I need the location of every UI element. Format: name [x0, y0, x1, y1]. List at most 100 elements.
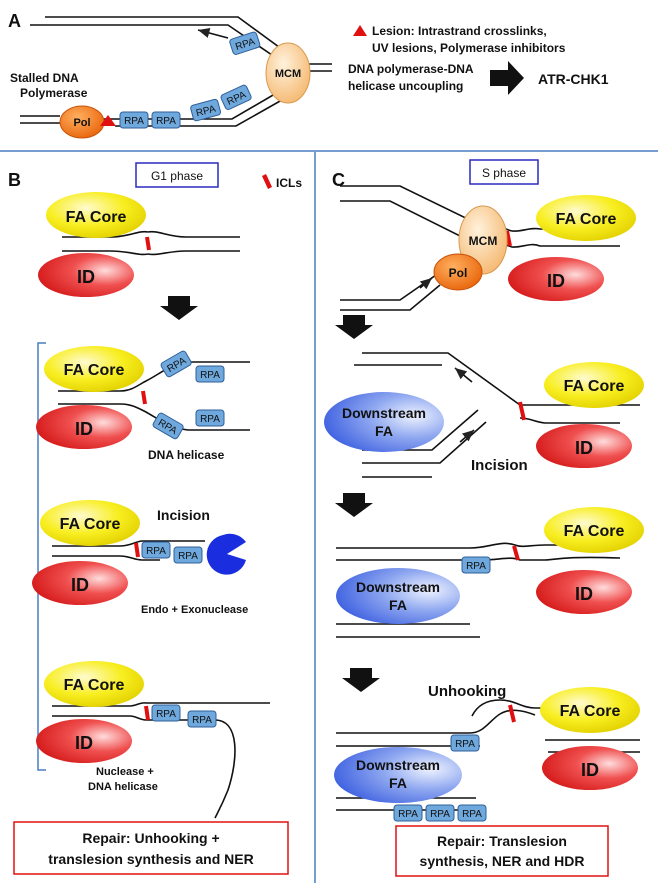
svg-text:FA Core: FA Core: [556, 211, 617, 228]
svg-text:RPA: RPA: [195, 104, 217, 120]
panel-c-label: C: [332, 170, 345, 190]
c2-icl: [518, 401, 526, 421]
unhooking-label: Unhooking: [428, 683, 506, 700]
c3-icl: [512, 545, 520, 561]
b-repair-text-2: translesion synthesis and NER: [48, 851, 253, 867]
c4-icl: [508, 704, 516, 723]
b1-fa-core: FA Core: [46, 192, 146, 238]
b3-rpa-2: RPA: [173, 546, 203, 564]
b2-fa-core: FA Core: [44, 346, 144, 392]
svg-text:RPA: RPA: [466, 561, 486, 572]
svg-text:MCM: MCM: [275, 68, 301, 80]
c3-dna: [336, 542, 621, 638]
c3-fa-core: FA Core: [544, 507, 644, 553]
svg-text:RPA: RPA: [430, 809, 450, 820]
b-down-arrow-icon: [160, 296, 198, 320]
b-bracket: [37, 342, 46, 771]
svg-text:ID: ID: [71, 575, 89, 595]
c4-rpa-1: RPA: [393, 804, 423, 822]
svg-text:Downstream: Downstream: [356, 757, 440, 773]
b3-fa-core: FA Core: [40, 500, 140, 546]
svg-text:FA: FA: [389, 597, 407, 613]
b3-incision-label: Incision: [157, 507, 210, 523]
c-down-arrow-3-icon: [342, 668, 380, 692]
c3-rpa: RPA: [461, 556, 491, 574]
c2-id: ID: [536, 424, 632, 468]
panel-a-label: A: [8, 11, 21, 31]
b1-icl: [145, 236, 151, 251]
panel-a-rpa-3: RPA: [189, 98, 222, 122]
c4-id: ID: [542, 746, 638, 790]
svg-text:MCM: MCM: [469, 234, 498, 248]
b2-rpa-1: RPA: [159, 349, 193, 379]
svg-text:RPA: RPA: [178, 551, 198, 562]
svg-text:FA Core: FA Core: [564, 378, 625, 395]
b3-icl: [134, 542, 140, 558]
panel-a-rpa-2: RPA: [151, 111, 181, 129]
b4-rpa-2: RPA: [187, 710, 217, 728]
exonuclease-pacman-icon: [206, 533, 246, 575]
b-repair-box: [13, 821, 289, 875]
c2-fa-core: FA Core: [544, 362, 644, 408]
nuclease-label-1: Nuclease +: [96, 766, 154, 778]
stalled-label-1: Stalled DNA: [10, 71, 79, 85]
b4-dna: [52, 702, 270, 819]
panel-a-mcm: MCM: [265, 42, 311, 104]
svg-text:FA Core: FA Core: [64, 677, 125, 694]
b2-rpa-3: RPA: [151, 411, 185, 441]
b2-rpa-2: RPA: [195, 365, 225, 383]
dna-helicase-label: DNA helicase: [148, 448, 225, 462]
svg-text:Downstream: Downstream: [356, 579, 440, 595]
c-incision-label: Incision: [471, 457, 528, 474]
svg-text:ID: ID: [575, 584, 593, 604]
b3-rpa-1: RPA: [141, 541, 171, 559]
stalled-label-2: Polymerase: [20, 86, 88, 100]
icl-legend-icon: [262, 174, 272, 189]
c4-fa-core: FA Core: [540, 687, 640, 733]
c1-pol: Pol: [433, 253, 483, 291]
c4-downstream-fa: Downstream FA: [334, 747, 462, 803]
s-phase-label: S phase: [482, 166, 526, 180]
svg-text:RPA: RPA: [156, 709, 176, 720]
c-repair-text-2: synthesis, NER and HDR: [420, 853, 585, 869]
svg-text:RPA: RPA: [200, 370, 220, 381]
legend-lesion-icon: [353, 25, 367, 36]
nuclease-label-2: DNA helicase: [88, 781, 158, 793]
svg-text:ID: ID: [77, 267, 95, 287]
c1-icl: [505, 230, 512, 247]
c3-id: ID: [536, 570, 632, 614]
c1-fa-core: FA Core: [536, 195, 636, 241]
b-repair-text-1: Repair: Unhooking +: [82, 830, 219, 846]
c1-id: ID: [508, 257, 604, 301]
svg-text:ID: ID: [547, 271, 565, 291]
svg-text:RPA: RPA: [462, 809, 482, 820]
atr-chk1-label: ATR-CHK1: [538, 71, 609, 87]
c-down-arrow-1-icon: [335, 315, 373, 339]
panel-a-rpa-top: RPA: [228, 30, 262, 56]
c-down-arrow-2-icon: [335, 493, 373, 517]
right-arrow-icon: [490, 61, 524, 95]
panel-a-rpa-1: RPA: [119, 111, 149, 129]
svg-text:FA Core: FA Core: [60, 516, 121, 533]
svg-text:FA Core: FA Core: [66, 209, 127, 226]
svg-text:Pol: Pol: [73, 117, 90, 129]
svg-text:RPA: RPA: [124, 116, 144, 127]
b2-id: ID: [36, 405, 132, 449]
svg-text:ID: ID: [75, 733, 93, 753]
svg-text:FA Core: FA Core: [564, 523, 625, 540]
b2-icl: [141, 390, 147, 405]
b4-id: ID: [36, 719, 132, 763]
icls-label: ICLs: [276, 176, 302, 190]
uncoupling-text-1: DNA polymerase-DNA: [348, 62, 474, 76]
svg-text:ID: ID: [575, 438, 593, 458]
panel-a-dna: [20, 16, 332, 127]
uncoupling-text-2: helicase uncoupling: [348, 79, 463, 93]
svg-text:RPA: RPA: [455, 739, 475, 750]
b4-fa-core: FA Core: [44, 661, 144, 707]
lesion-triangle-icon: [100, 115, 116, 126]
panel-b-label: B: [8, 170, 21, 190]
svg-text:ID: ID: [75, 419, 93, 439]
b4-rpa-1: RPA: [151, 704, 181, 722]
svg-text:ID: ID: [581, 760, 599, 780]
